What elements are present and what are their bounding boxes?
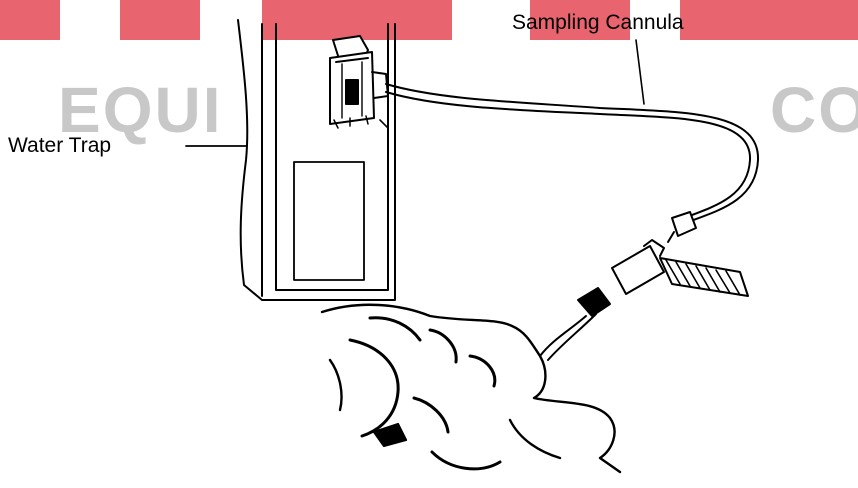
endotracheal-tube (540, 288, 610, 360)
sampling-cannula-tube (386, 84, 758, 222)
tube-connector (668, 212, 696, 242)
patient-face (322, 305, 620, 472)
airway-adapter (612, 240, 748, 296)
sampling-cannula-leader-line (636, 40, 644, 104)
sampling-cannula-label: Sampling Cannula (512, 12, 684, 33)
water-trap (330, 36, 388, 128)
water-trap-label: Water Trap (8, 135, 111, 156)
